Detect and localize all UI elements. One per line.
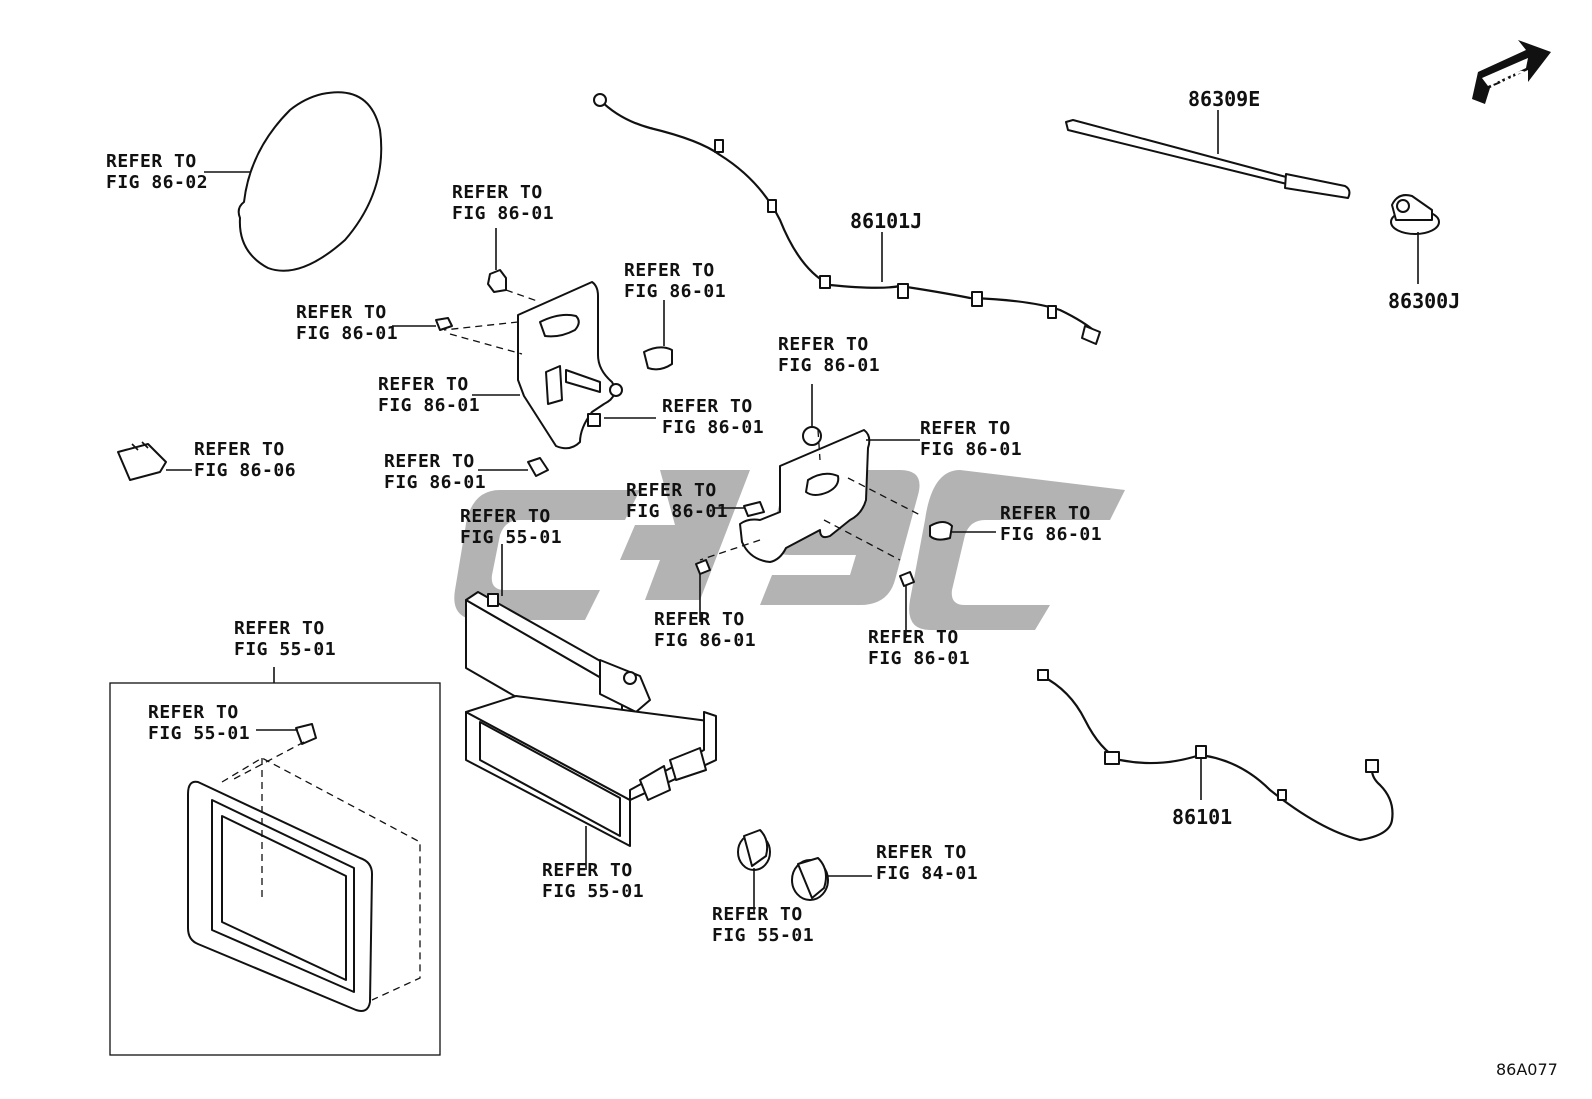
antenna-cable-lower bbox=[1037, 669, 1394, 842]
refer-label-5-line1: REFER TO bbox=[378, 374, 469, 395]
refer-label-6-line2: FIG 86-01 bbox=[662, 417, 764, 438]
refer-label-20-line1: REFER TO bbox=[712, 904, 803, 925]
refer-label-1-line2: FIG 86-02 bbox=[106, 172, 208, 193]
refer-label-2-line1: REFER TO bbox=[452, 182, 543, 203]
refer-label-14-line1: REFER TO bbox=[654, 609, 745, 630]
part-number-antenna-base: 86300J bbox=[1388, 289, 1460, 313]
refer-label-18-line2: FIG 55-01 bbox=[542, 881, 644, 902]
refer-label-5-line2: FIG 86-01 bbox=[378, 395, 480, 416]
refer-label-20-line2: FIG 55-01 bbox=[712, 925, 814, 946]
refer-label-15-line2: FIG 86-01 bbox=[868, 648, 970, 669]
refer-label-3-line1: REFER TO bbox=[624, 260, 715, 281]
refer-label-4-line1: REFER TO bbox=[296, 302, 387, 323]
refer-label-12-line1: REFER TO bbox=[460, 506, 551, 527]
speaker-cover bbox=[204, 91, 383, 272]
part-number-antenna-rod: 86309E bbox=[1188, 87, 1260, 111]
refer-label-3-line2: FIG 86-01 bbox=[624, 281, 726, 302]
refer-label-19-line2: FIG 84-01 bbox=[876, 863, 978, 884]
refer-label-18-line1: REFER TO bbox=[542, 860, 633, 881]
refer-label-10-line1: REFER TO bbox=[920, 418, 1011, 439]
knob-caps bbox=[737, 829, 872, 912]
refer-label-1-line1: REFER TO bbox=[106, 151, 197, 172]
refer-label-12-line2: FIG 55-01 bbox=[460, 527, 562, 548]
refer-label-7-line1: REFER TO bbox=[778, 334, 869, 355]
small-clip bbox=[117, 441, 192, 481]
refer-label-16-line1: REFER TO bbox=[234, 618, 325, 639]
refer-label-11-line2: FIG 86-01 bbox=[626, 501, 728, 522]
refer-label-15-line1: REFER TO bbox=[868, 627, 959, 648]
refer-label-11-line1: REFER TO bbox=[626, 480, 717, 501]
refer-label-13-line1: REFER TO bbox=[1000, 503, 1091, 524]
fwd-arrow-icon: FWD bbox=[1472, 40, 1551, 104]
refer-label-2-line2: FIG 86-01 bbox=[452, 203, 554, 224]
radio-box-housing bbox=[465, 695, 717, 870]
antenna-cable-upper bbox=[593, 93, 1101, 345]
figure-code: 86A077 bbox=[1496, 1060, 1558, 1079]
refer-label-17-line2: FIG 55-01 bbox=[148, 723, 250, 744]
refer-label-13-line2: FIG 86-01 bbox=[1000, 524, 1102, 545]
refer-label-19-line1: REFER TO bbox=[876, 842, 967, 863]
antenna-rod bbox=[1065, 110, 1351, 199]
refer-label-6-line1: REFER TO bbox=[662, 396, 753, 417]
left-bracket bbox=[392, 228, 673, 477]
refer-label-10-line2: FIG 86-01 bbox=[920, 439, 1022, 460]
refer-label-17-line1: REFER TO bbox=[148, 702, 239, 723]
antenna-base bbox=[1390, 194, 1440, 284]
refer-label-16-line2: FIG 55-01 bbox=[234, 639, 336, 660]
refer-label-4-line2: FIG 86-01 bbox=[296, 323, 398, 344]
part-number-cable-upper: 86101J bbox=[850, 209, 922, 233]
refer-label-9-line2: FIG 86-01 bbox=[384, 472, 486, 493]
refer-label-8-line1: REFER TO bbox=[194, 439, 285, 460]
refer-label-8-line2: FIG 86-06 bbox=[194, 460, 296, 481]
part-number-cable-lower: 86101 bbox=[1172, 805, 1232, 829]
refer-label-14-line2: FIG 86-01 bbox=[654, 630, 756, 651]
refer-label-9-line1: REFER TO bbox=[384, 451, 475, 472]
refer-label-7-line2: FIG 86-01 bbox=[778, 355, 880, 376]
display-assembly-box bbox=[109, 667, 441, 1056]
right-bracket bbox=[695, 384, 996, 638]
